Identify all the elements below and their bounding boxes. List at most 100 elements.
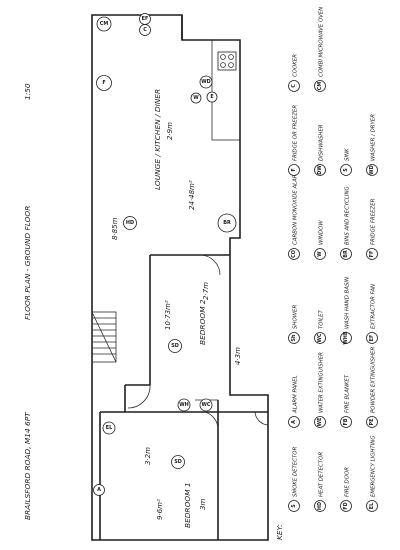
legend-symbol-icon xyxy=(288,248,300,260)
washer-dryer-symbol: WD xyxy=(199,75,213,89)
emergency-light-symbol-1: E xyxy=(206,91,218,103)
legend-item: S SINK xyxy=(340,148,352,176)
room-lounge: LOUNGE / KITCHEN / DINER 24·48m² 8·85m 2… xyxy=(111,89,196,240)
svg-text:C: C xyxy=(143,27,147,33)
legend-symbol-text: WC xyxy=(317,333,323,342)
legend-item: WHB WASH HAND BASIN xyxy=(340,277,352,345)
legend-label: SHOWER xyxy=(292,305,298,329)
room-dim-long-bedroom-1: 3·2m xyxy=(144,447,152,465)
room-dim-short-bedroom-2: 2·7m xyxy=(202,282,210,300)
legend-label: COOKER xyxy=(292,54,298,77)
legend-label: EMERGENCY LIGHTING xyxy=(370,435,376,497)
legend-symbol-text: BR xyxy=(343,250,349,258)
svg-text:WC: WC xyxy=(202,402,211,408)
legend-symbol-icon xyxy=(288,80,300,92)
legend-symbol-icon xyxy=(340,416,352,428)
legend-symbol-icon xyxy=(314,248,326,260)
room-name-bedroom-1: BEDROOM 1 xyxy=(183,482,192,528)
svg-text:WH: WH xyxy=(179,402,189,408)
legend-symbol-text: FF xyxy=(369,251,375,258)
plan-header: BRAILSFORD ROAD, M14 6PT FLOOR PLAN - GR… xyxy=(23,83,32,520)
doors xyxy=(127,254,269,431)
room-dim-short-bedroom-1: 3m xyxy=(199,499,207,510)
legend-label: SINK xyxy=(344,148,350,161)
legend-symbol-icon xyxy=(340,332,352,344)
legend-item: EF EXTRACTOR FAN xyxy=(366,284,378,344)
room-name-lounge: LOUNGE / KITCHEN / DINER xyxy=(153,89,162,190)
legend-item: EL EMERGENCY LIGHTING xyxy=(366,435,378,512)
room-dim-long-lounge: 8·85m xyxy=(111,217,119,240)
smoke-detector-symbol-bedroom-2: SD xyxy=(168,339,182,353)
legend-symbol-text: EL xyxy=(369,503,375,509)
svg-text:CM: CM xyxy=(100,21,109,27)
legend-symbol-icon xyxy=(366,248,378,260)
heat-detector-symbol: HD xyxy=(123,216,137,230)
legend-label: FRIDGE FREEZER xyxy=(370,198,376,245)
legend-symbol-icon xyxy=(366,416,378,428)
legend-item: Sh SHOWER xyxy=(288,305,300,344)
svg-text:SD: SD xyxy=(174,459,182,465)
plan-symbols: CM EF C F WD W E HD BR SD EL WH WC SD A xyxy=(93,13,237,496)
room-bedroom-1: BEDROOM 1 9·6m² 3·2m 3m xyxy=(144,447,207,528)
legend-symbol-text: F xyxy=(291,168,297,171)
legend-symbol-text: CO xyxy=(291,250,297,258)
legend-symbol-icon xyxy=(340,164,352,176)
legend-symbol-text: CM xyxy=(317,82,323,91)
legend-symbol-icon xyxy=(366,500,378,512)
legend-symbol-icon xyxy=(288,164,300,176)
legend-symbol-icon xyxy=(366,164,378,176)
legend-symbol-text: FB xyxy=(343,418,349,425)
legend-symbol-text: Sh xyxy=(291,334,297,342)
svg-text:EL: EL xyxy=(106,425,112,431)
legend-symbol-icon xyxy=(314,332,326,344)
legend-label: WINDOW xyxy=(318,220,324,245)
legend-symbol-icon xyxy=(366,332,378,344)
legend-symbol-icon xyxy=(314,164,326,176)
legend-title: KEY: xyxy=(275,524,284,540)
scale-text: 1:50 xyxy=(23,83,32,100)
legend-symbol-text: DW xyxy=(317,165,323,175)
room-dim-short-lounge: 2·9m xyxy=(166,122,174,140)
cooker-symbol: C xyxy=(139,24,151,36)
legend-symbol-icon xyxy=(288,332,300,344)
svg-text:WD: WD xyxy=(201,79,210,85)
legend-label: ALARM PANEL xyxy=(292,375,298,414)
legend-label: WASH HAND BASIN xyxy=(344,277,350,329)
legend-symbol-text: S xyxy=(343,168,349,172)
svg-text:W: W xyxy=(193,95,199,101)
legend-label: WATER EXTINGUISHER xyxy=(318,352,324,413)
svg-text:HD: HD xyxy=(126,220,134,226)
legend-symbol-text: W xyxy=(317,251,323,257)
alarm-panel-symbol: A xyxy=(93,484,105,496)
legend-label: EXTRACTOR FAN xyxy=(370,284,376,329)
legend-symbol-text: EF xyxy=(369,335,375,342)
room-dim-long-bedroom-2: 4·3m xyxy=(234,347,242,365)
toilet-symbol: WC xyxy=(199,398,213,412)
legend-label: FIRE DOOR xyxy=(344,467,350,497)
bins-recycling-symbol: BR xyxy=(217,213,237,233)
legend-item: W WINDOW xyxy=(314,220,326,260)
legend-symbol-icon xyxy=(314,416,326,428)
legend-symbol-icon xyxy=(288,500,300,512)
legend-symbol-text: WHB xyxy=(343,331,349,344)
legend-symbol-icon xyxy=(340,500,352,512)
emergency-light-symbol-2: EL xyxy=(102,421,116,435)
combi-microwave-symbol: CM xyxy=(96,16,112,32)
legend-symbol-icon xyxy=(314,80,326,92)
legend-label: FRIDGE OR FREEZER xyxy=(292,105,298,161)
